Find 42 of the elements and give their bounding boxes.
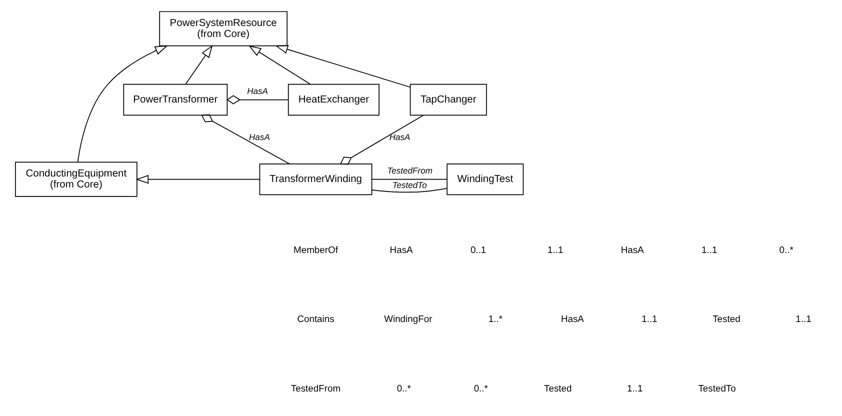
node-box: PowerSystemResource (from Core) bbox=[159, 11, 288, 46]
label: WindingFor bbox=[384, 313, 432, 324]
edge-label: TestedFrom bbox=[387, 165, 432, 176]
connector bbox=[201, 114, 290, 164]
label: 0..* bbox=[779, 244, 794, 255]
label: 1..1 bbox=[642, 313, 658, 324]
arrow bbox=[248, 45, 311, 85]
arrow bbox=[77, 45, 168, 162]
label: Tested bbox=[712, 313, 740, 324]
edge-label: TestedTo bbox=[392, 180, 427, 190]
label: 1..* bbox=[488, 313, 503, 324]
label: TestedFrom bbox=[290, 382, 341, 394]
label: 1..1 bbox=[547, 244, 564, 255]
connector bbox=[226, 95, 289, 104]
label: 0..1 bbox=[470, 244, 486, 255]
label: HasA bbox=[620, 244, 644, 255]
label: TestedTo bbox=[698, 382, 736, 394]
label: HasA bbox=[390, 244, 413, 255]
node-box: PowerTransformer bbox=[123, 84, 228, 116]
label: 0..* bbox=[474, 382, 488, 394]
connector bbox=[340, 114, 424, 165]
node-box: TransformerWinding bbox=[259, 164, 372, 196]
edge-label: HasA bbox=[389, 132, 410, 142]
node-box: TapChanger bbox=[410, 84, 487, 116]
label: 0..* bbox=[396, 382, 411, 394]
arrow bbox=[136, 174, 260, 184]
label: 1..1 bbox=[627, 382, 643, 394]
edge-label: HasA bbox=[247, 86, 268, 96]
node-box: ConductingEquipment (from Core) bbox=[15, 162, 138, 197]
label: Tested bbox=[544, 382, 572, 394]
arrow bbox=[275, 45, 411, 88]
label: 1..1 bbox=[702, 244, 718, 255]
edge-label: HasA bbox=[249, 132, 270, 142]
connector bbox=[372, 178, 448, 180]
node-box: WindingTest bbox=[446, 164, 524, 196]
label: 1..1 bbox=[796, 313, 812, 324]
node-box: HeatExchanger bbox=[288, 84, 380, 116]
label: HasA bbox=[560, 313, 584, 324]
connector bbox=[371, 188, 448, 193]
label: MemberOf bbox=[294, 244, 338, 255]
arrow bbox=[185, 44, 213, 85]
label: Contains bbox=[297, 313, 334, 324]
